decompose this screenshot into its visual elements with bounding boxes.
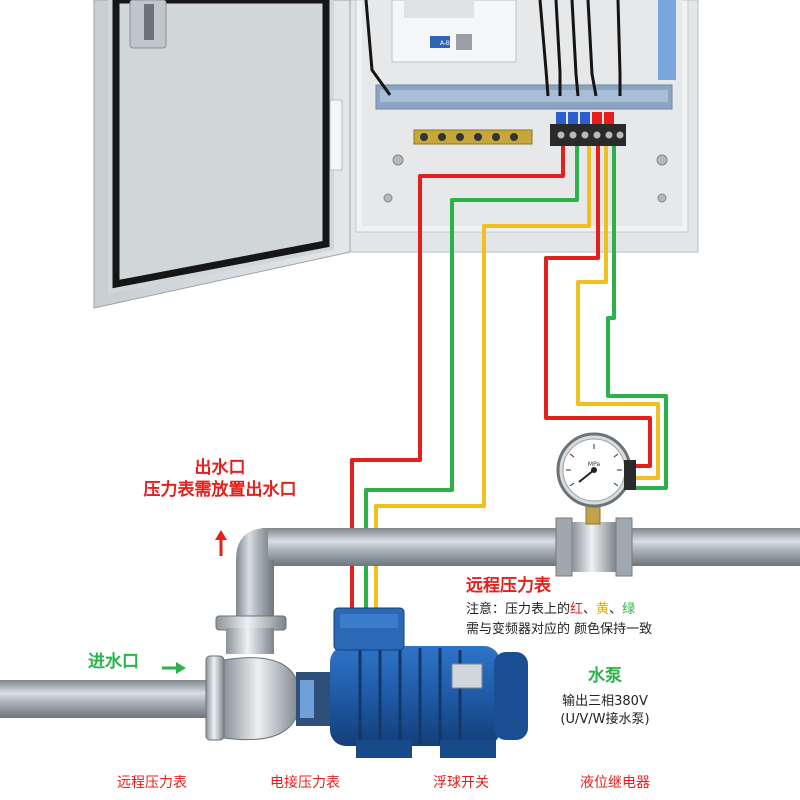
control-cabinet — [345, 0, 699, 253]
outlet-pipe — [262, 528, 800, 566]
outlet-title: 出水口 — [194, 458, 246, 478]
remote-gauge-title: 远程压力表 — [466, 576, 551, 596]
pump-note-voltage: 输出三相380V — [562, 694, 648, 709]
remote-pressure-gauge: MPa — [556, 432, 636, 525]
pump-motor — [330, 646, 500, 746]
wire-yellow-pump — [374, 146, 591, 612]
water-pump — [205, 607, 528, 758]
inlet-arrow — [162, 662, 186, 674]
remote-note-prefix: 注意：压力表上的 — [466, 602, 571, 617]
pump-title: 水泵 — [588, 666, 622, 686]
bottom-label-level-relay: 液位继电器 — [580, 775, 650, 791]
controller-brand-text: A-B — [440, 40, 450, 47]
bottom-label-electric-contact-gauge: 电接压力表 — [270, 775, 340, 791]
outlet-note: 压力表需放置出水口 — [143, 480, 297, 500]
frequency-inverter — [391, 0, 517, 63]
gauge-unit-text: MPa — [588, 461, 601, 468]
cabinet-door — [93, 0, 351, 309]
remote-note-sep2: 、 — [609, 602, 623, 617]
remote-note-sep1: 、 — [583, 602, 597, 617]
bottom-label-float-switch: 浮球开关 — [433, 775, 489, 791]
pump-note-uvw: (U/V/W接水泵) — [560, 712, 650, 727]
wire-red-pump — [350, 146, 565, 612]
wire-green-gauge — [606, 146, 668, 490]
inlet-pipe — [0, 680, 232, 718]
wires — [350, 146, 668, 612]
ground-terminal-bar — [413, 129, 533, 145]
remote-note-yellow: 黄 — [596, 602, 610, 617]
remote-note-green: 绿 — [622, 602, 636, 617]
wire-yellow-gauge — [576, 146, 660, 480]
remote-note-red: 红 — [570, 602, 584, 617]
inlet-title: 进水口 — [88, 652, 139, 672]
bottom-label-remote-gauge: 远程压力表 — [117, 775, 187, 791]
wire-green-pump — [364, 146, 579, 612]
remote-gauge-note-line2: 需与变频器对应的 颜色保持一致 — [466, 622, 653, 637]
remote-gauge-note: 注意：压力表上的红、黄、绿 — [466, 602, 635, 618]
wire-red-gauge — [544, 146, 652, 468]
outlet-arrow — [215, 530, 227, 556]
pipes — [0, 517, 800, 718]
terminal-block — [550, 112, 626, 146]
